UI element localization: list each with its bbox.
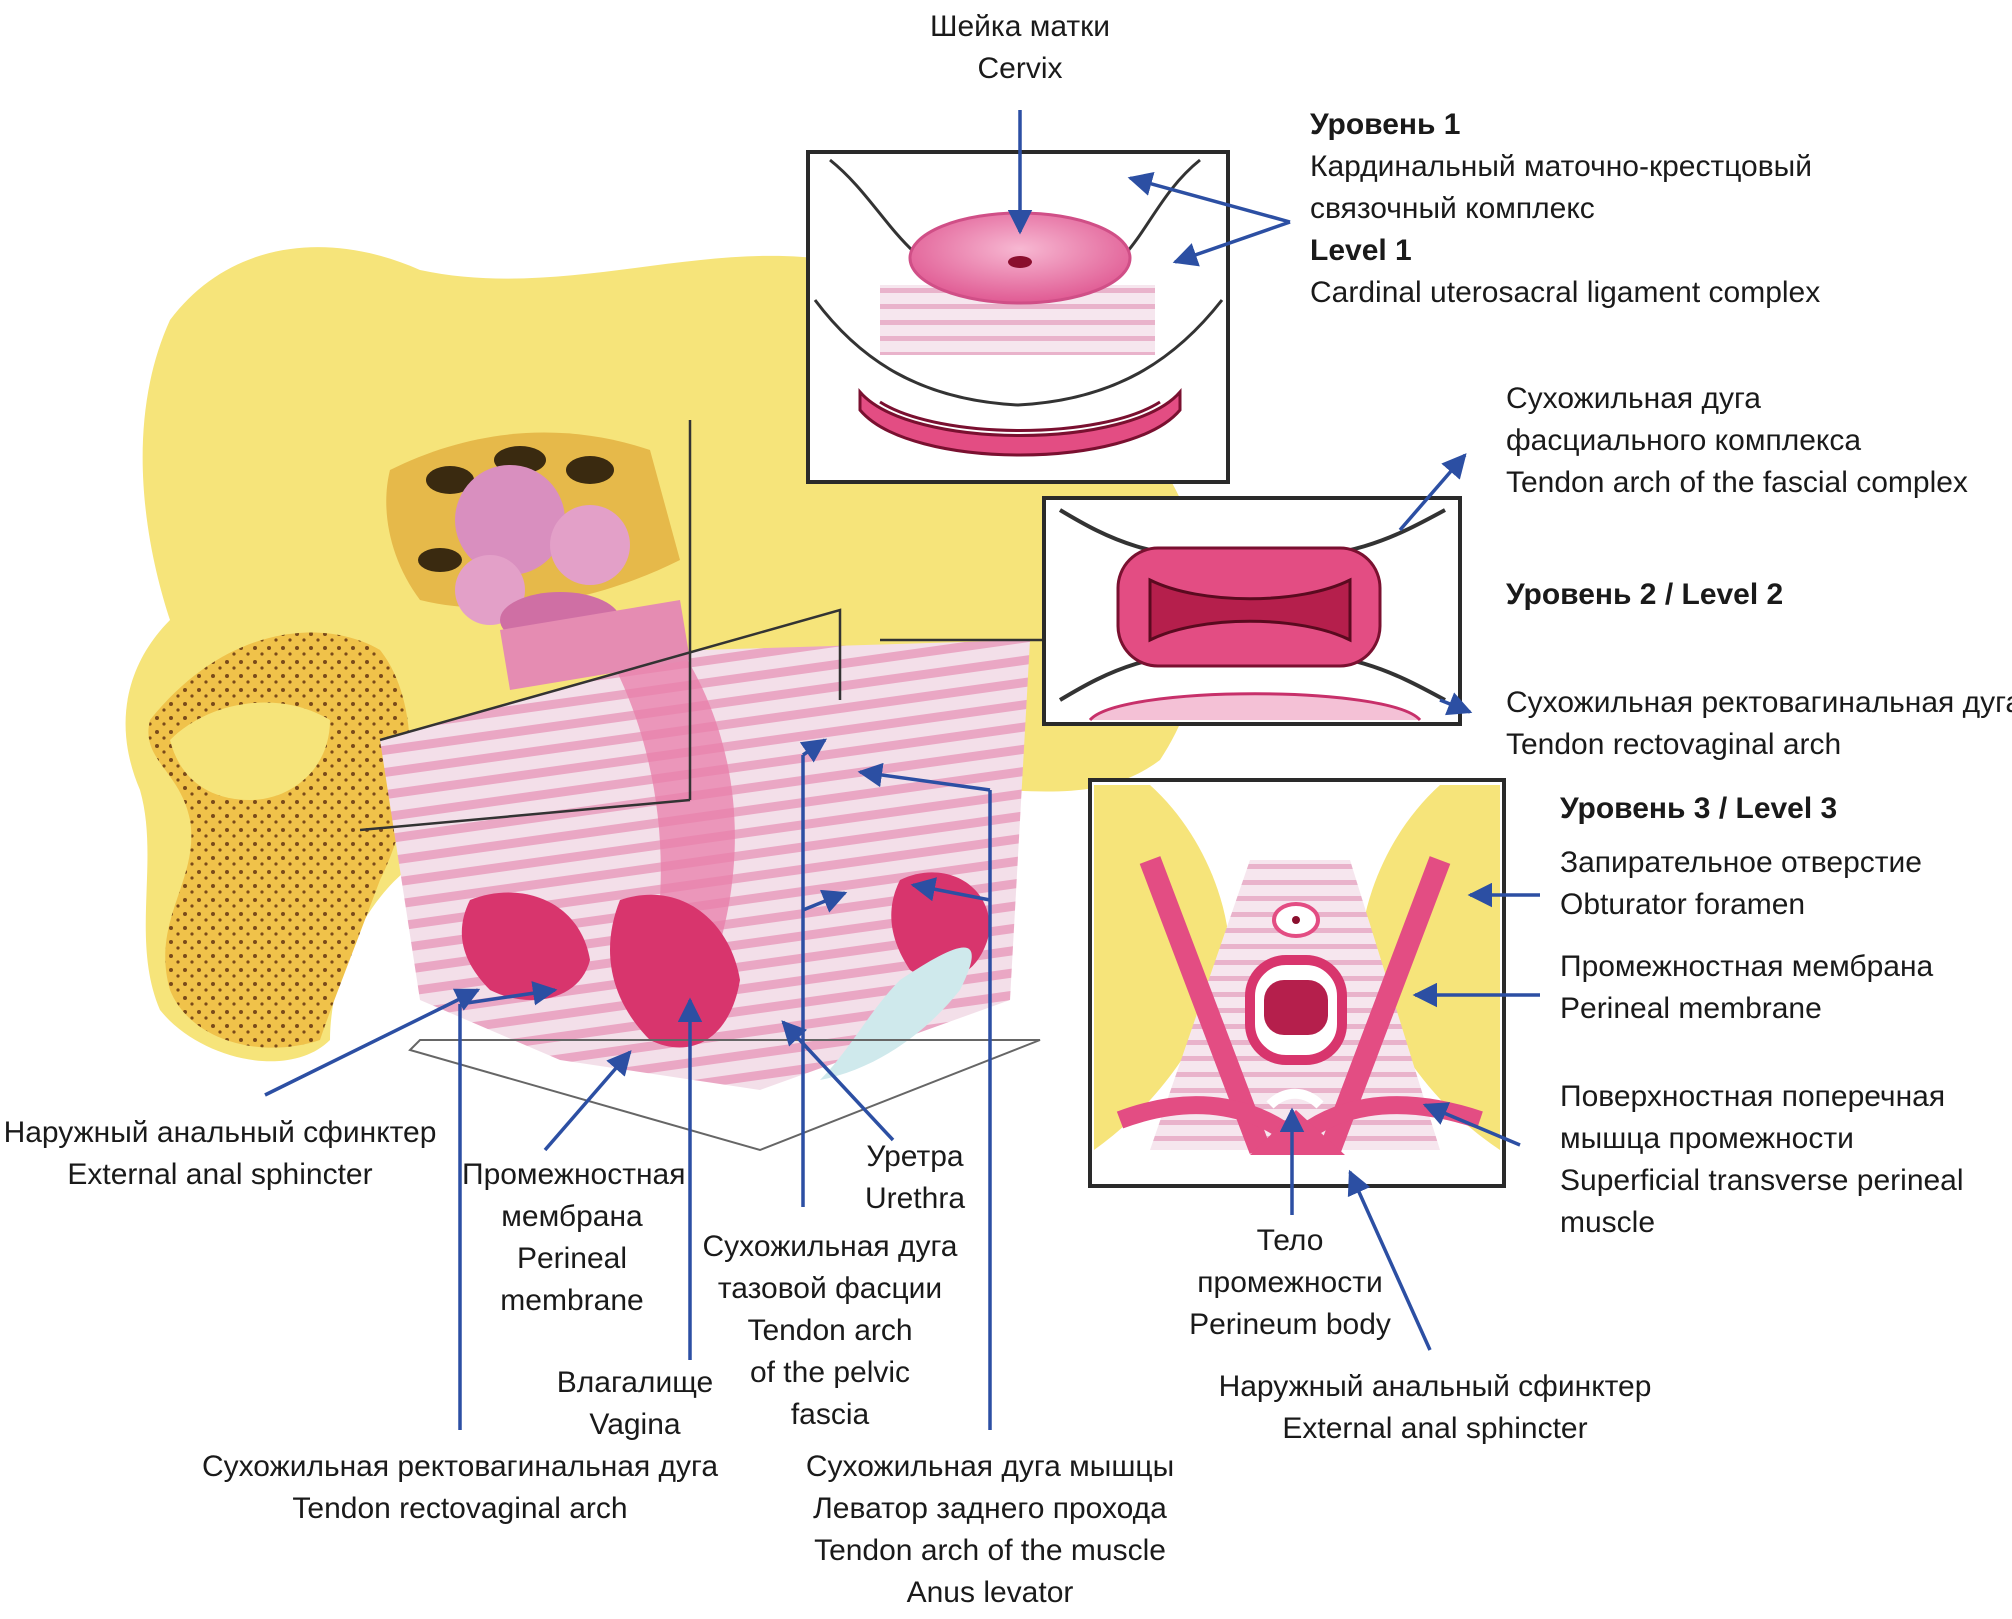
label-perineal-membrane-left: Промежностная мембрана Perineal membrane — [462, 1158, 686, 1317]
level1-inset — [806, 150, 1230, 484]
label-ext-anal-left: Наружный анальный сфинктер External anal… — [3, 1116, 437, 1191]
label-obturator: Запирательное отверстие Obturator forame… — [1560, 846, 1922, 921]
level3-inset — [1088, 778, 1506, 1188]
label-tendon-levator: Сухожильная дуга мышцы Леватор заднего п… — [805, 1450, 1175, 1609]
leader-arrows — [264, 110, 1540, 1430]
label-tendon-fascial: Сухожильная дуга фасциального комплекса … — [1506, 382, 1968, 499]
label-level1: Уровень 1 Кардинальный маточно-крестцовы… — [1310, 108, 1821, 309]
label-urethra: Уретра Urethra — [864, 1140, 966, 1215]
pelvic-floor-tissue — [380, 600, 1041, 1152]
plane-outlines — [359, 420, 1052, 832]
label-perineum-body: Тело промежности Perineum body — [1189, 1224, 1391, 1341]
label-level2: Уровень 2 / Level 2 — [1506, 578, 1784, 611]
label-tendon-rectovaginal-left: Сухожильная ректовагинальная дуга Tendon… — [201, 1450, 719, 1525]
label-ext-anal-right: Наружный анальный сфинктер External anal… — [1218, 1370, 1652, 1445]
level2-inset — [1042, 496, 1462, 726]
label-tendon-pelvic: Сухожильная дуга тазовой фасции Tendon a… — [702, 1230, 958, 1431]
label-level3: Уровень 3 / Level 3 — [1560, 792, 1838, 825]
label-vagina: Влагалище Vagina — [556, 1366, 714, 1441]
label-superficial-transverse: Поверхностная поперечная мышца промежнос… — [1560, 1080, 1964, 1239]
label-tendon-rectovaginal-right: Сухожильная ректовагинальная дуга Tendon… — [1506, 686, 2012, 761]
label-perineal-membrane-right: Промежностная мембрана Perineal membrane — [1560, 950, 1934, 1025]
